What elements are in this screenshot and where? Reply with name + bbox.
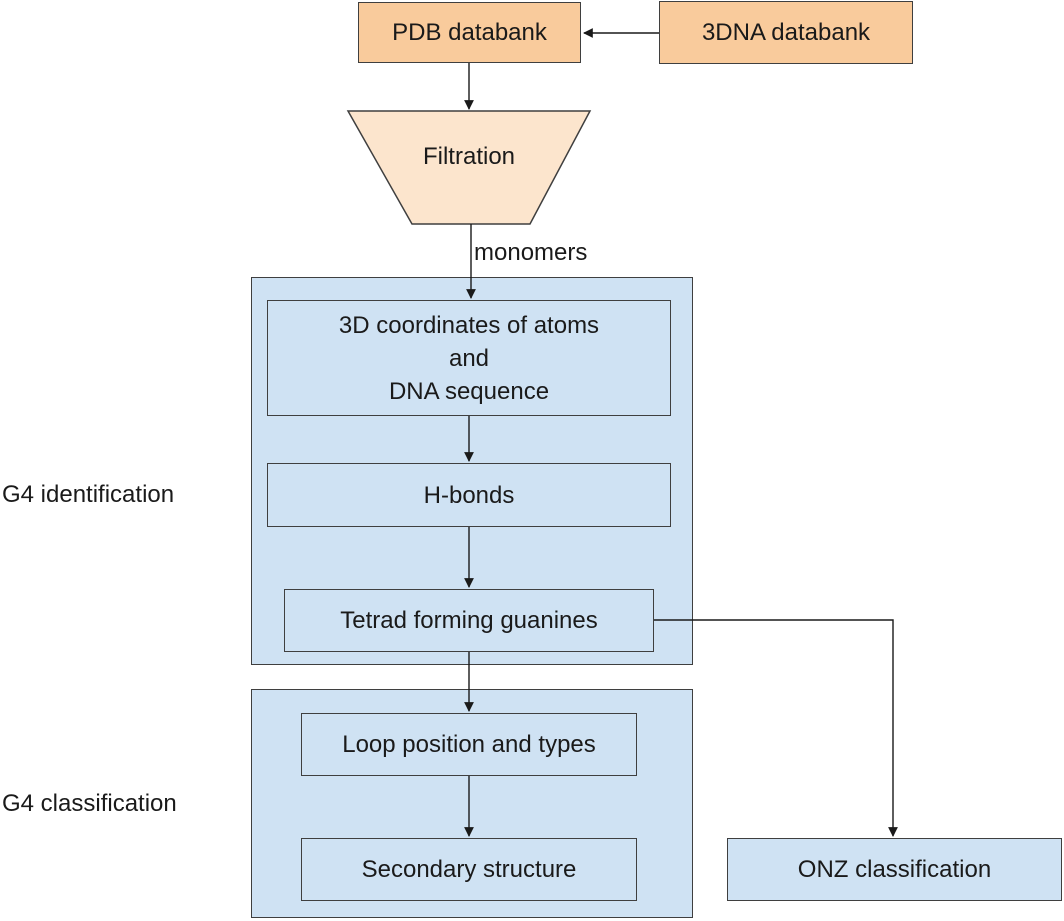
tetrad-forming-guanines-node: Tetrad forming guanines — [284, 589, 654, 652]
secondary-structure-node: Secondary structure — [301, 838, 637, 901]
g4-classification-label: G4 classification — [2, 790, 177, 817]
loop-position-and-types-node: Loop position and types — [301, 713, 637, 776]
pdb-databank-node: PDB databank — [358, 2, 581, 63]
filtration-label: Filtration — [422, 143, 516, 170]
onz-classification-node: ONZ classification — [727, 838, 1062, 901]
monomers-edge-label: monomers — [474, 239, 588, 266]
g4-identification-label: G4 identification — [2, 481, 175, 508]
3dna-databank-node: 3DNA databank — [659, 1, 913, 64]
h-bonds-node: H-bonds — [267, 463, 671, 527]
coordinates-and-sequence-node: 3D coordinates of atoms and DNA sequence — [267, 300, 671, 416]
